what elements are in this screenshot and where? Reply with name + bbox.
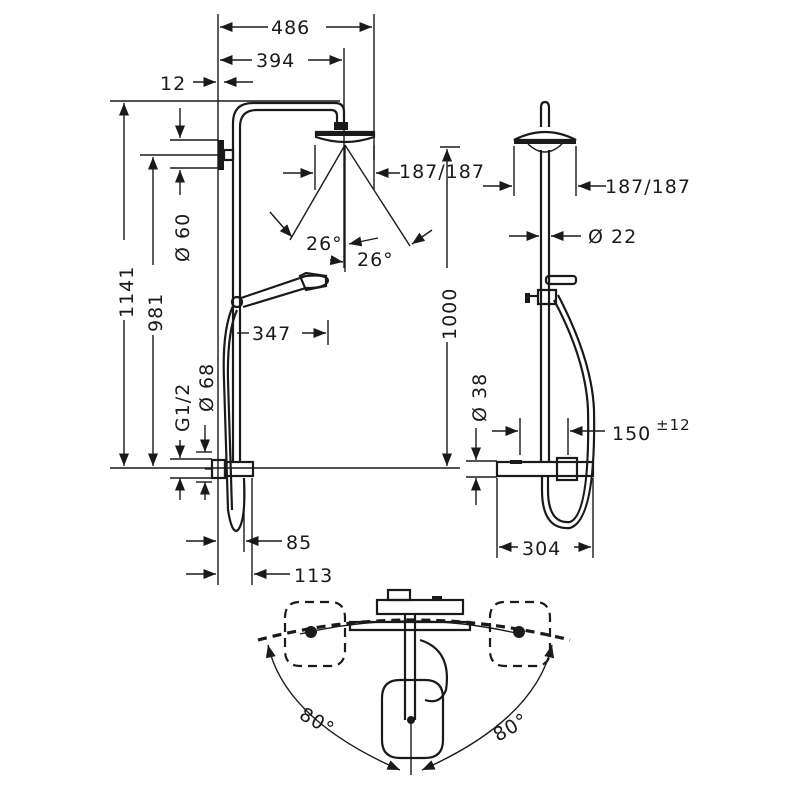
dim-tolerance-12: ±12 <box>656 416 691 434</box>
dim-height-981: 981 <box>145 293 167 332</box>
front-view: 187/187 Ø 22 Ø 38 150 ±12 304 <box>466 100 691 560</box>
dim-diameter-68: Ø 68 <box>196 363 218 412</box>
dim-rotation-80-right: 80° <box>490 709 533 746</box>
dim-diameter-22: Ø 22 <box>588 226 637 248</box>
dim-spray-187-front: 187/187 <box>605 176 691 198</box>
riser-pipe <box>231 101 346 462</box>
dim-height-1141: 1141 <box>116 266 138 318</box>
dim-diameter-38: Ø 38 <box>469 373 491 422</box>
dim-diameter-60: Ø 60 <box>172 213 194 262</box>
dim-spacing-150: 150 <box>612 423 651 445</box>
front-overhead-head <box>513 130 577 153</box>
dim-offset-12: 12 <box>160 73 186 95</box>
dim-width-304: 304 <box>522 538 561 560</box>
dim-wall-113: 113 <box>294 565 333 587</box>
dim-thread-g12: G1/2 <box>172 383 194 432</box>
dim-spray-187-side: 187/187 <box>399 161 485 183</box>
front-thermostat-mixer <box>495 456 595 482</box>
dim-height-1000: 1000 <box>439 288 461 340</box>
front-shower-hose <box>540 294 596 530</box>
dim-reach-347: 347 <box>252 323 291 345</box>
dim-angle-26-left: 26° <box>306 233 343 255</box>
dim-angle-26-right: 26° <box>357 249 394 271</box>
overhead-shower-head <box>314 122 376 144</box>
dim-wall-85: 85 <box>286 532 312 554</box>
thermostat-mixer <box>205 458 255 480</box>
dim-width-486: 486 <box>271 17 310 39</box>
shower-hose <box>222 305 246 532</box>
wall-bracket <box>218 140 235 170</box>
side-view: 486 394 12 1141 981 Ø 60 187/187 26° <box>110 14 485 587</box>
top-rotation-view: 80° 80° <box>257 588 571 775</box>
dim-width-394: 394 <box>256 50 295 72</box>
top-mixer <box>348 588 472 632</box>
hand-shower <box>230 271 330 309</box>
front-hand-shower <box>525 274 578 306</box>
dim-rotation-80-left: 80° <box>296 703 339 740</box>
swing-position-left <box>283 600 347 668</box>
